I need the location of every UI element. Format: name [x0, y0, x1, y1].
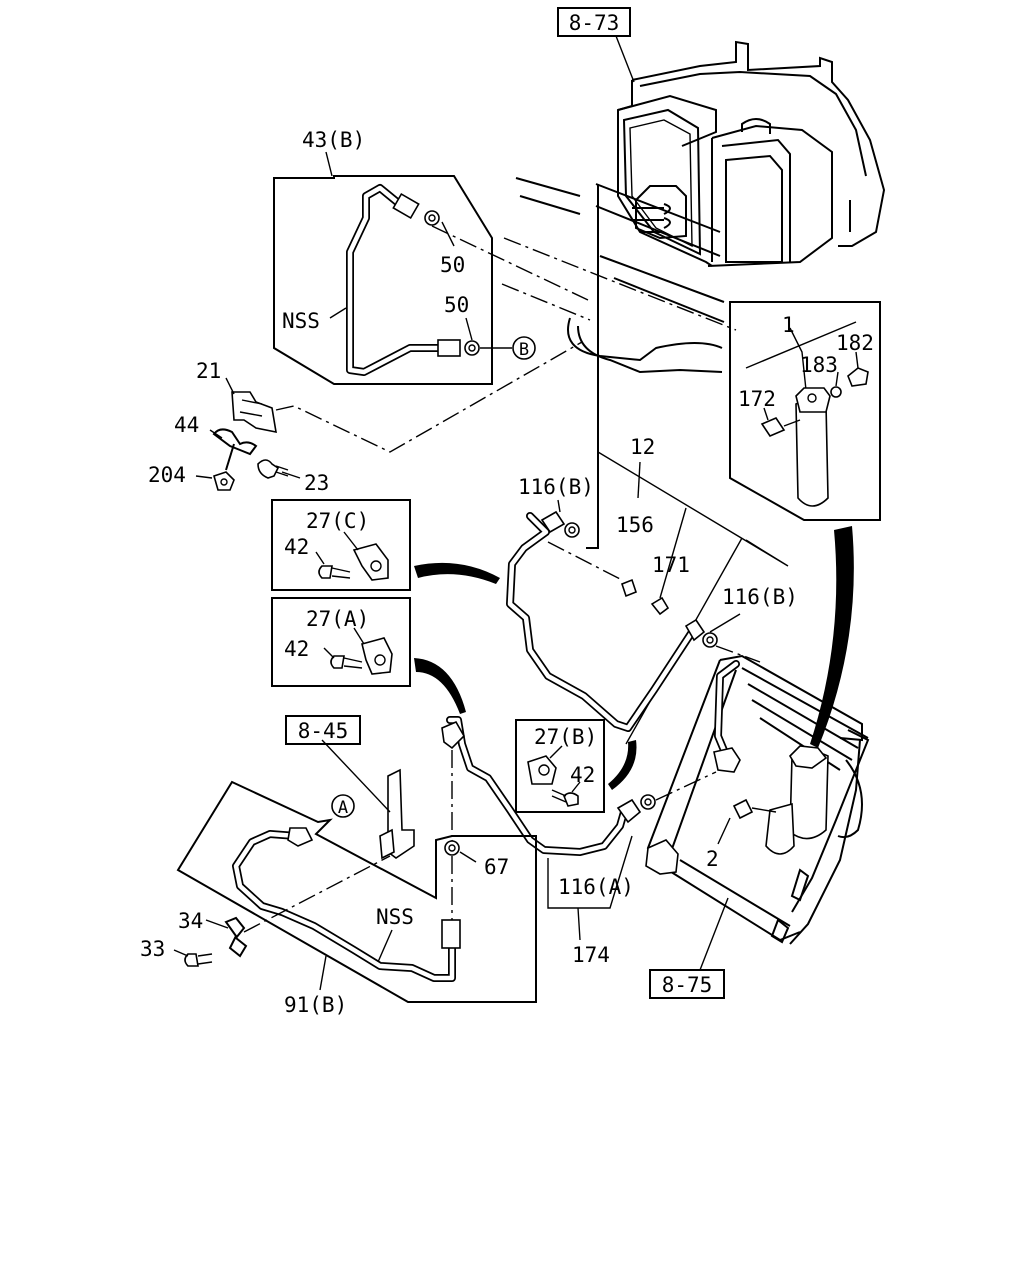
body-panel-lines [503, 177, 737, 549]
pipe-174-assembly [441, 716, 717, 941]
callout-27b: 27(B) [534, 725, 597, 749]
box-91b [173, 780, 537, 1003]
box-27c [271, 499, 411, 591]
callout-labels: 43(B) 50 50 NSS 21 44 204 23 12 116(B) 1… [140, 128, 874, 1017]
callout-27a: 27(A) [306, 607, 369, 631]
ref-label-8-75: 8-75 [662, 973, 713, 997]
callout-43b: 43(B) [302, 128, 365, 152]
box-receiver-dryer [729, 301, 881, 521]
pipe-12-assembly [506, 451, 789, 745]
marker-a: A [331, 794, 355, 818]
callout-1: 1 [782, 313, 795, 337]
clamp-bracket-group [195, 341, 583, 491]
callout-23: 23 [304, 471, 329, 495]
callout-42-b: 42 [570, 763, 595, 787]
callout-12: 12 [630, 435, 655, 459]
box-43b [273, 151, 591, 385]
ref-box-8-75: 8-75 [649, 897, 729, 999]
callout-204: 204 [148, 463, 186, 487]
callout-nss-top: NSS [282, 309, 320, 333]
arrow-27c-to-pipe [414, 562, 500, 584]
callout-174: 174 [572, 943, 610, 967]
callout-44: 44 [174, 413, 199, 437]
callout-116b-top: 116(B) [518, 475, 594, 499]
callout-171: 171 [652, 553, 690, 577]
bracket-8-45 [321, 739, 415, 860]
callout-2: 2 [706, 847, 719, 871]
callout-156: 156 [616, 513, 654, 537]
callout-42-c: 42 [284, 535, 309, 559]
marker-b-label: B [519, 340, 529, 360]
evaporator-unit [617, 40, 886, 267]
callout-182: 182 [836, 331, 874, 355]
arrow-dryer-to-condenser [810, 526, 854, 748]
callout-172: 172 [738, 387, 776, 411]
condenser-unit [645, 654, 870, 945]
callout-91b: 91(B) [284, 993, 347, 1017]
arrow-27b-to-pipe [608, 740, 637, 790]
ref-box-8-73: 8-73 [557, 7, 635, 83]
callout-183: 183 [800, 353, 838, 377]
arrow-27a-to-pipe [414, 658, 466, 714]
callout-33: 33 [140, 937, 165, 961]
callout-21: 21 [196, 359, 221, 383]
callout-116a: 116(A) [558, 875, 634, 899]
ref-label-8-73: 8-73 [569, 11, 620, 35]
ref-label-8-45: 8-45 [298, 719, 349, 743]
callout-nss-bottom: NSS [376, 905, 414, 929]
callout-50-lower: 50 [444, 293, 469, 317]
callout-116b-right: 116(B) [722, 585, 798, 609]
callout-67: 67 [484, 855, 509, 879]
callout-34: 34 [178, 909, 203, 933]
marker-a-label: A [338, 798, 348, 818]
box-27b [515, 719, 605, 813]
ref-box-8-45: 8-45 [285, 715, 361, 745]
callout-27c: 27(C) [306, 509, 369, 533]
callout-50-upper: 50 [440, 253, 465, 277]
marker-b: B [512, 336, 536, 360]
callout-42-a: 42 [284, 637, 309, 661]
box-27a [271, 597, 411, 687]
